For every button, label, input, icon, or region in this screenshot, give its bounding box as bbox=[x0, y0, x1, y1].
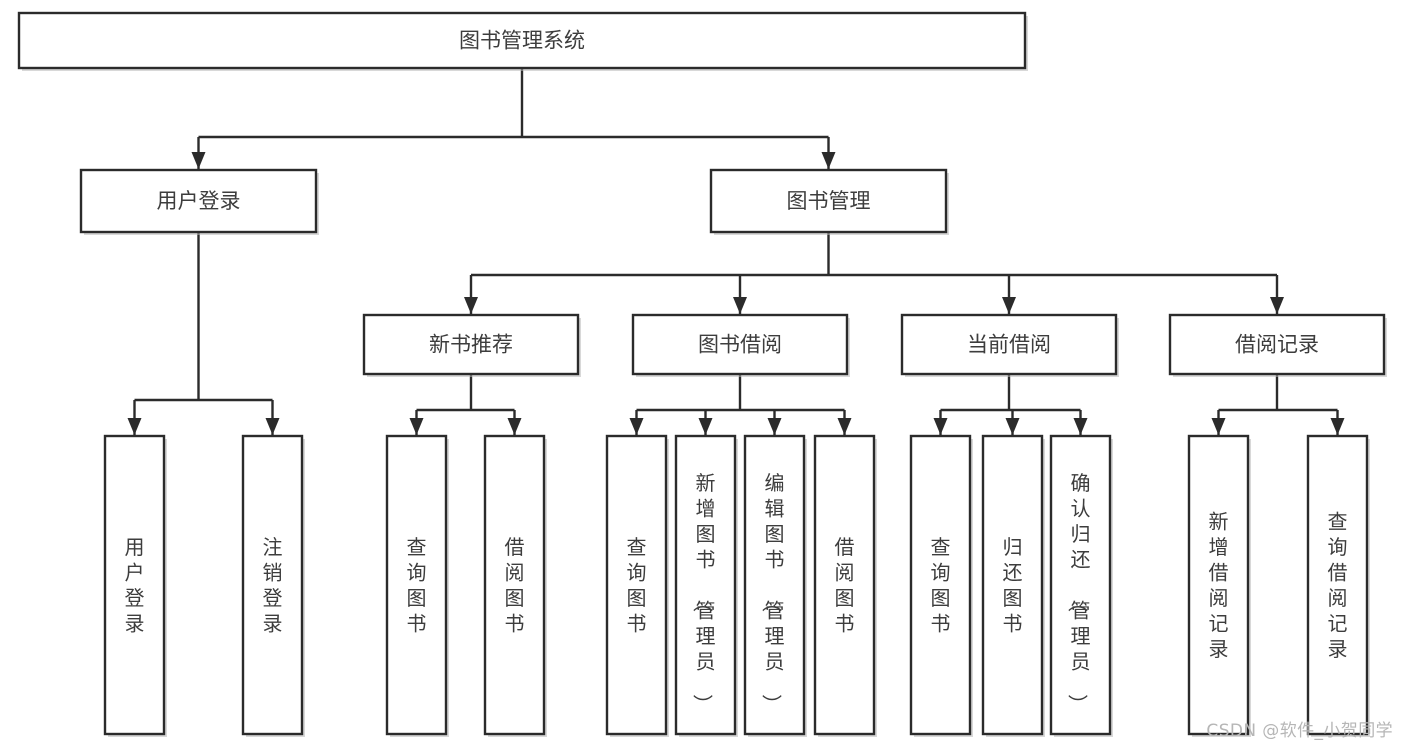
node-book-manage[interactable]: 图书管理 bbox=[709, 168, 949, 235]
node-label: 当前借阅 bbox=[967, 333, 1051, 357]
arrow-head-icon bbox=[698, 418, 713, 435]
arrow-head-icon bbox=[265, 418, 280, 435]
node-box[interactable] bbox=[483, 434, 546, 736]
arrow-head-icon bbox=[821, 152, 836, 169]
node-label: 新书推荐 bbox=[429, 333, 513, 357]
node-label: 查询借阅记录 bbox=[1328, 509, 1348, 661]
node-label: 查询图书 bbox=[627, 535, 647, 636]
arrow-head-icon bbox=[629, 418, 644, 435]
arrow-head-icon bbox=[837, 418, 852, 435]
arrow-head-icon bbox=[1002, 297, 1016, 314]
node-box[interactable] bbox=[1187, 434, 1250, 736]
node-label: 图书管理 bbox=[787, 189, 871, 213]
node-label: 图书管理系统 bbox=[459, 29, 585, 53]
nodes-layer: 图书管理系统用户登录图书管理新书推荐图书借阅当前借阅借阅记录用户登录注销登录查询… bbox=[17, 11, 1387, 737]
node-leaf-query-book-cur[interactable]: 查询图书 bbox=[909, 434, 973, 737]
node-root[interactable]: 图书管理系统 bbox=[17, 11, 1028, 71]
node-box[interactable] bbox=[709, 168, 948, 234]
arrow-head-icon bbox=[507, 418, 522, 435]
node-current-borrow[interactable]: 当前借阅 bbox=[900, 313, 1119, 377]
node-borrow-record[interactable]: 借阅记录 bbox=[1168, 313, 1387, 377]
node-label: 新增图书（管理员） bbox=[691, 471, 716, 714]
node-box[interactable] bbox=[385, 434, 448, 736]
node-box[interactable] bbox=[1306, 434, 1369, 736]
node-leaf-query-book-rec[interactable]: 查询图书 bbox=[385, 434, 449, 737]
node-box[interactable] bbox=[103, 434, 166, 736]
arrow-head-icon bbox=[127, 418, 142, 435]
node-label: 图书借阅 bbox=[698, 333, 782, 357]
node-leaf-add-book[interactable]: 新增图书（管理员） bbox=[674, 434, 738, 737]
node-label: 借阅图书 bbox=[505, 535, 525, 636]
arrow-head-icon bbox=[1073, 418, 1088, 435]
node-box[interactable] bbox=[909, 434, 972, 736]
arrow-head-icon bbox=[1211, 418, 1226, 435]
node-box[interactable] bbox=[362, 313, 580, 376]
node-leaf-borrow-book-rec[interactable]: 借阅图书 bbox=[483, 434, 547, 737]
node-label: 借阅图书 bbox=[835, 535, 855, 636]
node-new-book-rec[interactable]: 新书推荐 bbox=[362, 313, 581, 377]
arrow-head-icon bbox=[733, 297, 747, 314]
node-leaf-user-login[interactable]: 用户登录 bbox=[103, 434, 167, 737]
node-label: 借阅记录 bbox=[1235, 333, 1319, 357]
node-box[interactable] bbox=[79, 168, 318, 234]
node-leaf-add-record[interactable]: 新增借阅记录 bbox=[1187, 434, 1251, 737]
node-leaf-query-book[interactable]: 查询图书 bbox=[605, 434, 669, 737]
node-box[interactable] bbox=[813, 434, 876, 736]
arrow-head-icon bbox=[933, 418, 948, 435]
node-label: 查询图书 bbox=[931, 535, 951, 636]
node-box[interactable] bbox=[1168, 313, 1386, 376]
node-label: 确认归还（管理员） bbox=[1066, 471, 1091, 714]
node-leaf-edit-book[interactable]: 编辑图书（管理员） bbox=[743, 434, 807, 737]
arrow-head-icon bbox=[464, 297, 478, 314]
node-user-login[interactable]: 用户登录 bbox=[79, 168, 319, 235]
node-label: 查询图书 bbox=[407, 535, 427, 636]
arrow-head-icon bbox=[409, 418, 424, 435]
node-box[interactable] bbox=[674, 434, 737, 736]
node-book-borrow[interactable]: 图书借阅 bbox=[631, 313, 850, 377]
arrow-head-icon bbox=[1005, 418, 1020, 435]
node-label: 归还图书 bbox=[1003, 535, 1023, 636]
node-label: 用户登录 bbox=[125, 535, 145, 636]
arrow-head-icon bbox=[1270, 297, 1284, 314]
watermark-text: CSDN @软件_小贺同学 bbox=[1206, 721, 1393, 741]
node-leaf-logout[interactable]: 注销登录 bbox=[241, 434, 305, 737]
node-box[interactable] bbox=[900, 313, 1118, 376]
arrow-head-icon bbox=[191, 152, 206, 169]
node-leaf-return-book[interactable]: 归还图书 bbox=[981, 434, 1045, 737]
arrow-head-icon bbox=[767, 418, 782, 435]
node-box[interactable] bbox=[743, 434, 806, 736]
node-box[interactable] bbox=[17, 11, 1027, 70]
connectors-layer bbox=[127, 68, 1345, 435]
node-leaf-confirm-return[interactable]: 确认归还（管理员） bbox=[1049, 434, 1113, 737]
node-label: 新增借阅记录 bbox=[1209, 509, 1229, 661]
arrow-head-icon bbox=[1330, 418, 1345, 435]
node-box[interactable] bbox=[981, 434, 1044, 736]
node-label: 注销登录 bbox=[263, 535, 283, 636]
node-label: 编辑图书（管理员） bbox=[760, 471, 785, 714]
node-leaf-borrow-book[interactable]: 借阅图书 bbox=[813, 434, 877, 737]
node-box[interactable] bbox=[1049, 434, 1112, 736]
node-box[interactable] bbox=[631, 313, 849, 376]
node-label: 用户登录 bbox=[157, 189, 241, 213]
node-box[interactable] bbox=[241, 434, 304, 736]
node-leaf-query-record[interactable]: 查询借阅记录 bbox=[1306, 434, 1370, 737]
node-box[interactable] bbox=[605, 434, 668, 736]
